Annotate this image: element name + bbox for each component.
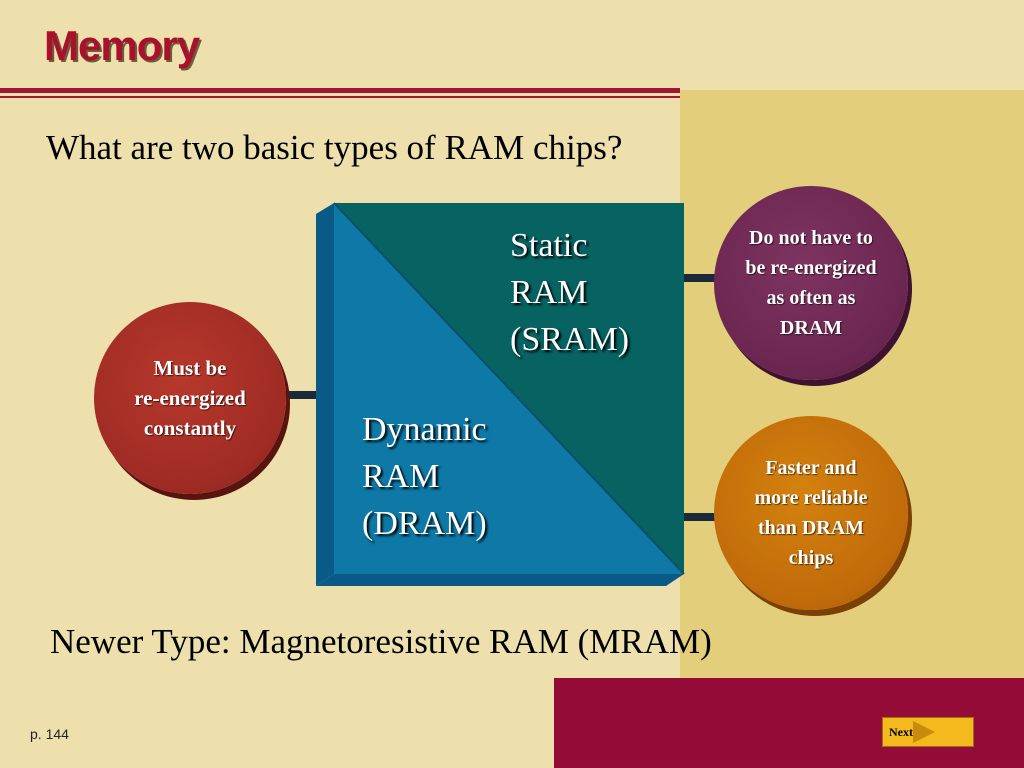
dram-label-line: Dynamic (362, 411, 487, 448)
sram-note-1-line: as often as (766, 287, 856, 309)
dram-note-line: Must be (153, 356, 227, 380)
sram-note-circle-1: Do not have to be re-energized as often … (714, 186, 908, 380)
dram-label-line: RAM (362, 458, 440, 495)
sram-note-2-line: Faster and (765, 457, 857, 479)
sram-note-2-line: chips (788, 547, 834, 569)
cube-bottom-face (316, 574, 684, 586)
newer-type-text: Newer Type: Magnetoresistive RAM (MRAM) (50, 622, 712, 661)
dram-note-line: constantly (143, 416, 237, 440)
sram-note-2-line: than DRAM (757, 517, 865, 539)
title-divider-thin (0, 96, 680, 98)
sram-label: Static RAM (SRAM) (510, 222, 629, 363)
next-button[interactable]: Next (882, 717, 974, 747)
sram-label-line: (SRAM) (510, 321, 630, 358)
next-label: Next (889, 724, 913, 739)
slide-title: Memory (44, 22, 200, 69)
connector-sram-note-2 (680, 513, 718, 521)
sram-note-1-line: be re-energized (745, 257, 877, 279)
sram-note-circle-2: Faster and more reliable than DRAM chips (714, 416, 908, 610)
cube-left-face (316, 203, 334, 586)
dram-note-line: re-energized (134, 386, 246, 410)
connector-dram-note (284, 391, 318, 399)
connector-sram-note-1 (680, 274, 718, 282)
dram-label-line: (DRAM) (362, 505, 487, 542)
dram-label: Dynamic RAM (DRAM) (362, 406, 487, 547)
sram-note-2-line: more reliable (754, 487, 868, 509)
sram-label-line: RAM (510, 274, 588, 311)
sram-label-line: Static (510, 227, 588, 264)
page-number: p. 144 (30, 726, 69, 742)
question-text: What are two basic types of RAM chips? (46, 128, 623, 167)
dram-note-circle: Must be re-energized constantly (94, 302, 286, 494)
arrow-right-icon (913, 721, 935, 743)
sram-note-1-line: DRAM (779, 317, 843, 339)
title-divider-thick (0, 88, 680, 93)
sram-note-1-line: Do not have to (749, 227, 873, 249)
